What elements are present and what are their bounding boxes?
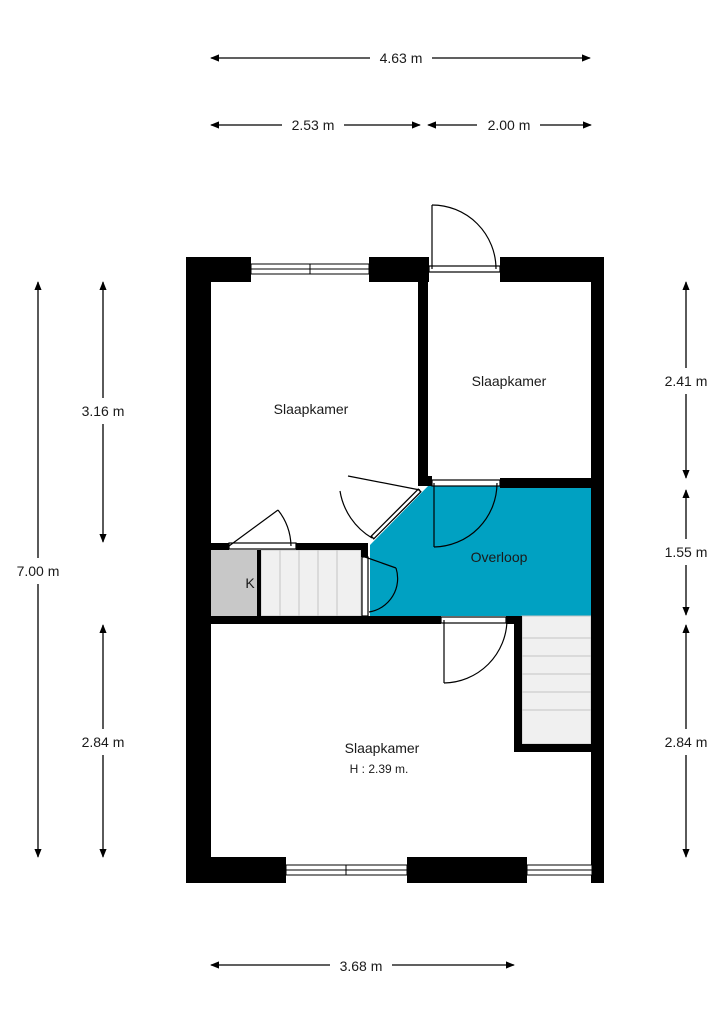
dimension-labels: 4.63 m 2.53 m 2.00 m 7.00 m 3.16 m 2.84 …: [17, 50, 708, 974]
doors: [228, 204, 508, 684]
closet-area: [211, 550, 261, 616]
door-stairs[interactable]: [361, 556, 399, 617]
dim-right-upper: 2.41 m: [665, 373, 708, 389]
room-label-landing: Overloop: [471, 549, 528, 565]
dim-left-lower: 2.84 m: [82, 734, 125, 750]
room-label-closet: K: [245, 575, 255, 591]
stairs-upper-area: [261, 550, 361, 616]
room-label-bedroom-bottom: Slaapkamer: [345, 740, 420, 756]
room-label-bedroom-top-right: Slaapkamer: [472, 373, 547, 389]
stairs-lower-area: [522, 616, 591, 744]
walls: [186, 257, 604, 883]
door-bottom-bedroom[interactable]: [440, 616, 508, 684]
window-top-left: [250, 263, 370, 275]
room-labels: Slaapkamer Slaapkamer Overloop K Slaapka…: [245, 373, 546, 776]
dim-left-total: 7.00 m: [17, 563, 60, 579]
dim-left-upper: 3.16 m: [82, 403, 125, 419]
dimension-lines: [34, 54, 690, 969]
dim-right-lower: 2.84 m: [665, 734, 708, 750]
dim-top-total: 4.63 m: [380, 50, 423, 66]
dim-top-right: 2.00 m: [488, 117, 531, 133]
door-landing[interactable]: [431, 479, 501, 548]
room-fills: [211, 482, 591, 744]
room-label-bedroom-top-left: Slaapkamer: [274, 401, 349, 417]
dim-bottom: 3.68 m: [340, 958, 383, 974]
dim-top-left: 2.53 m: [292, 117, 335, 133]
room-height-bedroom-bottom: H : 2.39 m.: [350, 762, 409, 776]
door-top-left-bedroom[interactable]: [339, 475, 422, 540]
windows: [250, 263, 593, 876]
dim-right-middle: 1.55 m: [665, 544, 708, 560]
door-closet[interactable]: [228, 509, 297, 550]
landing-area: [370, 482, 591, 616]
window-bottom-left: [285, 864, 408, 876]
window-bottom-right: [526, 864, 593, 876]
door-top-right-bedroom[interactable]: [428, 204, 501, 273]
